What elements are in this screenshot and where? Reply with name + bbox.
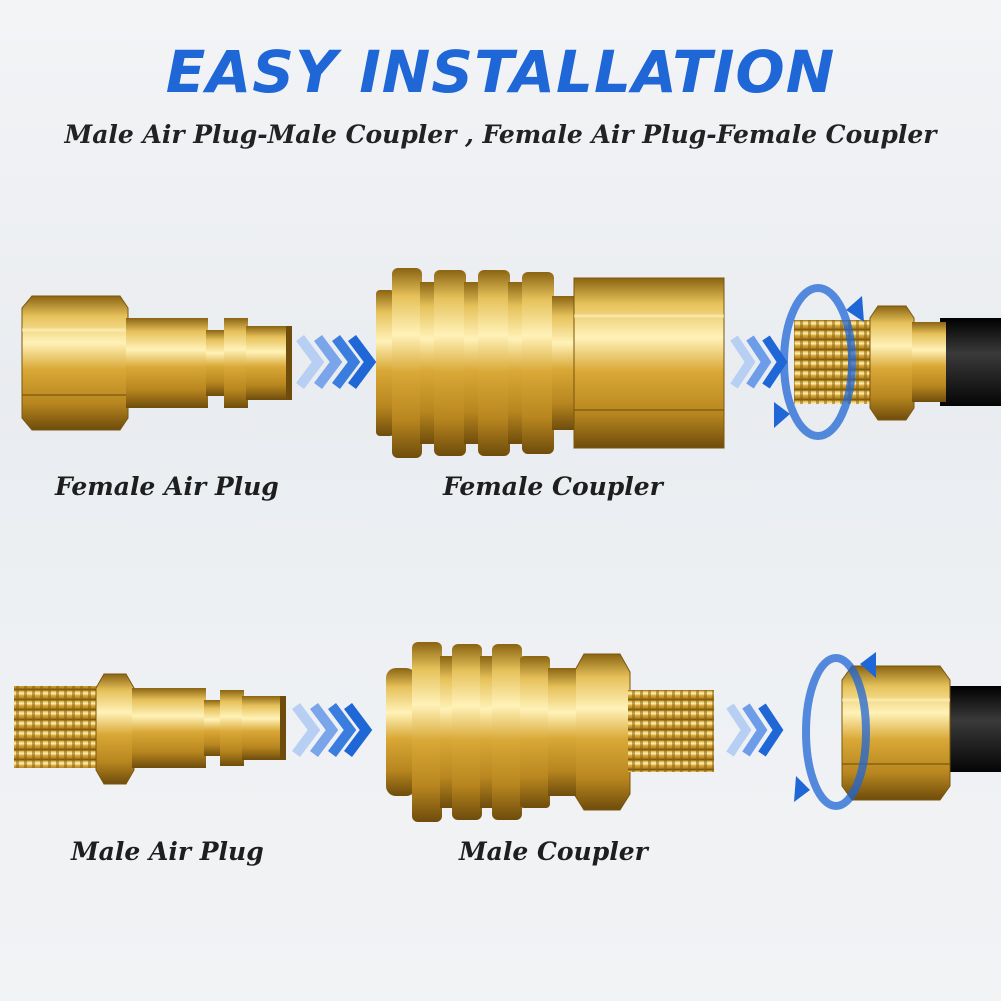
male-air-plug-label: Male Air Plug	[71, 837, 264, 866]
chevron-arrows-icon	[730, 335, 788, 389]
page-title: EASY INSTALLATION	[165, 38, 836, 106]
male-thread-fitting-image	[774, 284, 1001, 440]
female-air-plug-label: Female Air Plug	[55, 472, 279, 501]
chevron-arrows-icon	[726, 703, 784, 757]
male-coupler-image	[386, 642, 714, 822]
female-thread-fitting-image	[794, 652, 1001, 810]
page-subtitle: Male Air Plug-Male Coupler , Female Air …	[64, 120, 937, 149]
chevron-arrows-icon	[292, 703, 373, 757]
male-coupler-label: Male Coupler	[459, 837, 648, 866]
female-coupler-image	[376, 268, 725, 458]
female-air-plug-image	[21, 295, 292, 431]
female-coupler-label: Female Coupler	[443, 472, 663, 501]
chevron-arrows-icon	[296, 335, 377, 389]
male-air-plug-image	[14, 673, 286, 785]
